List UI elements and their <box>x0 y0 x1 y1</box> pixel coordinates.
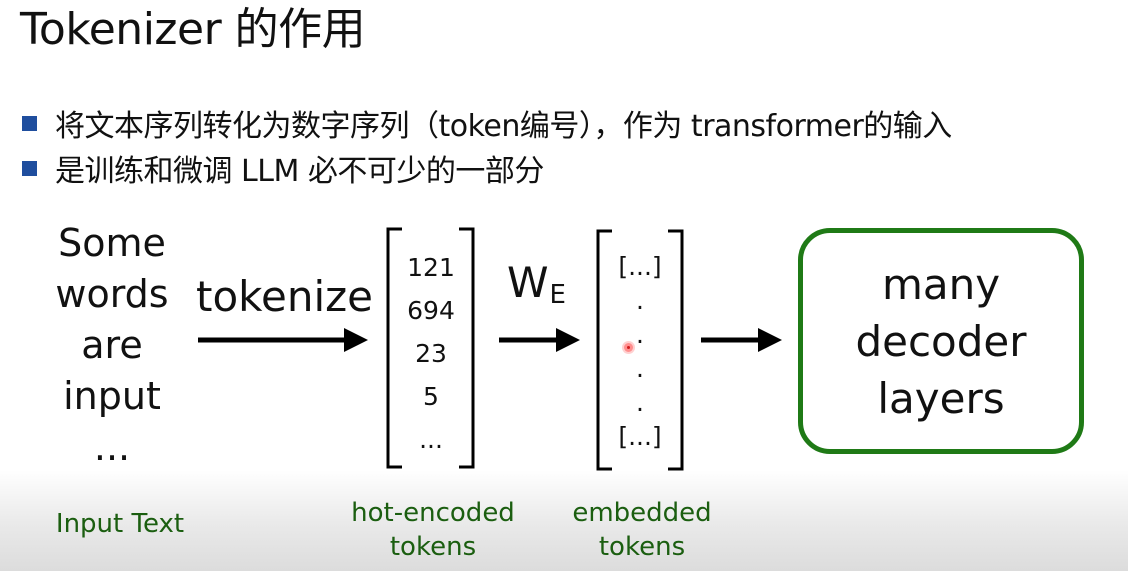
embedded-entry: . <box>636 286 644 315</box>
embedded-entry: . <box>636 354 644 383</box>
embedded-entry: . <box>636 320 644 349</box>
input-word: Some <box>58 221 166 265</box>
right-arrow-icon <box>701 328 782 352</box>
bullet-text: 是训练和微调 LLM 必不可少的一部分 <box>55 154 544 189</box>
embedded-token-vector: [...] . . . . [...] <box>604 250 676 454</box>
slide-title: Tokenizer 的作用 <box>20 4 366 55</box>
decoder-line: decoder <box>855 316 1027 366</box>
input-text-caption: Input Text <box>55 509 185 539</box>
input-text-words: Some words are input ... <box>30 218 194 473</box>
token-id: 5 <box>423 382 439 411</box>
embedded-entry: . <box>636 388 644 417</box>
decoder-layers-box: many decoder layers <box>798 228 1084 454</box>
bullet-item: 是训练和微调 LLM 必不可少的一部分 <box>22 148 544 189</box>
bottom-fade-band <box>0 470 1128 571</box>
decoder-layers-text: many decoder layers <box>855 256 1026 427</box>
hot-encoded-tokens-caption: hot-encoded tokens <box>343 496 523 564</box>
embedding-matrix-label: WE <box>507 258 566 320</box>
tokenize-label: tokenize <box>196 272 374 321</box>
left-bracket <box>386 227 402 469</box>
square-bullet-icon <box>22 115 37 131</box>
embedding-matrix-subscript: E <box>549 280 566 310</box>
right-arrow-icon <box>198 328 368 352</box>
embedding-matrix-symbol: W <box>507 258 549 307</box>
left-bracket <box>596 229 612 471</box>
bullet-item: 将文本序列转化为数字序列（token编号），作为 transformer的输入 <box>22 103 952 144</box>
token-id-vector: 121 694 23 5 ... <box>392 246 470 461</box>
bullet-text: 将文本序列转化为数字序列（token编号），作为 transformer的输入 <box>55 109 952 144</box>
token-id: 694 <box>407 296 455 325</box>
right-arrow-icon <box>499 328 580 352</box>
laser-pointer-icon <box>624 343 633 352</box>
embedded-tokens-caption: embedded tokens <box>558 496 726 564</box>
token-id: 23 <box>415 339 447 368</box>
square-bullet-icon <box>22 160 37 176</box>
decoder-line: layers <box>877 373 1005 423</box>
caption-line: tokens <box>598 532 686 562</box>
input-word: are <box>81 323 143 367</box>
token-id: 121 <box>407 253 455 282</box>
input-word: words <box>55 272 169 316</box>
caption-line: embedded <box>572 498 712 528</box>
input-word: input <box>63 374 161 418</box>
decoder-line: many <box>881 259 1001 309</box>
right-bracket <box>668 229 684 471</box>
input-word: ... <box>93 425 131 469</box>
caption-line: tokens <box>389 532 477 562</box>
embedded-entry: [...] <box>618 252 662 281</box>
embedded-entry: [...] <box>618 422 662 451</box>
caption-line: hot-encoded <box>351 498 515 528</box>
right-bracket <box>459 227 475 469</box>
token-id: ... <box>419 425 443 454</box>
